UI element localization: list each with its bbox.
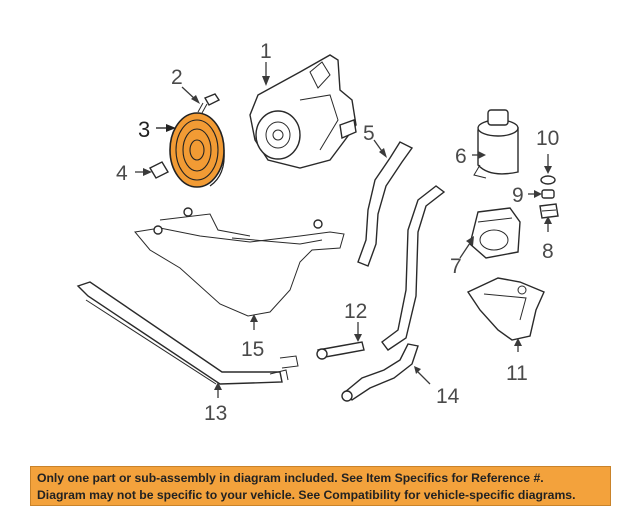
notice-banner: Only one part or sub-assembly in diagram… (30, 466, 611, 506)
callout-15: 15 (241, 338, 264, 361)
callout-7: 7 (450, 255, 462, 278)
callout-12: 12 (344, 300, 367, 323)
callout-5: 5 (363, 122, 375, 145)
callout-9: 9 (512, 184, 524, 207)
pressure-line-hose (381, 185, 446, 351)
notice-line-1: Only one part or sub-assembly in diagram… (37, 471, 544, 485)
callout-10: 10 (536, 127, 559, 150)
steering-line-assembly (134, 207, 345, 317)
callout-14: 14 (436, 385, 460, 408)
washer (540, 175, 556, 185)
feed-hose (341, 343, 419, 402)
callout-1: 1 (260, 40, 272, 63)
mount-bracket (466, 277, 545, 341)
pulley-bolt (197, 93, 221, 114)
callout-11: 11 (506, 362, 528, 385)
power-steering-pump (249, 54, 357, 169)
callout-3: 3 (138, 117, 150, 142)
mounting-bolt (149, 161, 169, 179)
return-hose (357, 141, 414, 267)
power-steering-cooler (76, 281, 299, 385)
reservoir-bracket (469, 207, 521, 259)
notice-line-2: Diagram may not be specific to your vehi… (37, 488, 576, 502)
spacer (541, 189, 555, 199)
grommet (539, 203, 559, 219)
reservoir (473, 109, 519, 179)
callout-4: 4 (116, 162, 128, 185)
callout-13: 13 (204, 402, 227, 425)
callout-6: 6 (455, 145, 467, 168)
callout-8: 8 (542, 240, 554, 263)
callout-2: 2 (171, 66, 183, 89)
pressure-hose-end (316, 341, 365, 360)
pulley-highlighted (169, 112, 225, 188)
